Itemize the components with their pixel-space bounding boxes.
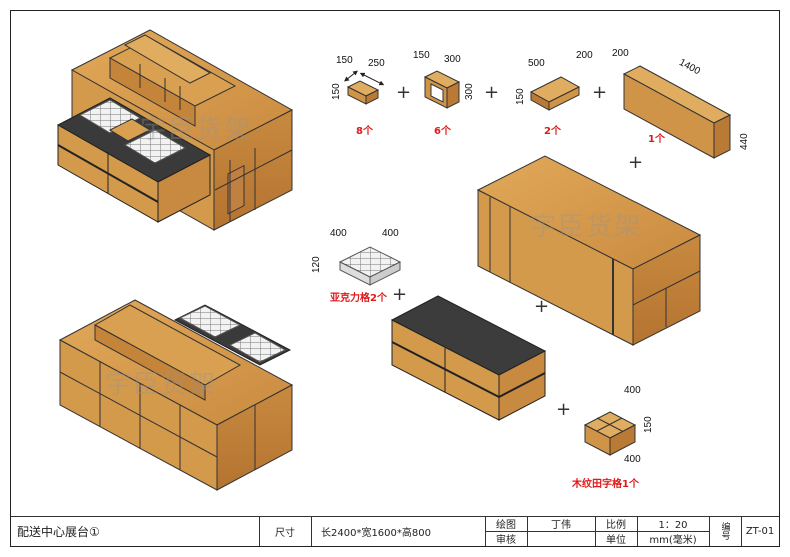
qty-long-cabinet: 1个 bbox=[648, 132, 666, 145]
review-value bbox=[527, 531, 595, 546]
dim-cube-depth: 150 bbox=[413, 50, 430, 61]
plus-sign-5: + bbox=[534, 296, 549, 317]
component-box-small: 150 250 150 8个 bbox=[331, 55, 385, 137]
dim-box-long-width: 500 bbox=[528, 58, 545, 69]
scale-label: 比例 bbox=[606, 520, 626, 531]
dim-cabinet-length: 1400 bbox=[677, 57, 702, 77]
plus-sign-3: + bbox=[592, 82, 607, 103]
component-box-long: 500 200 150 2个 bbox=[515, 50, 593, 137]
unit-value: mm(毫米) bbox=[649, 535, 697, 546]
sheet-border bbox=[10, 10, 780, 547]
dim-woodgrid-height: 150 bbox=[643, 416, 654, 433]
component-wood-grid: 400 150 400 木纹田字格1个 bbox=[571, 385, 654, 490]
component-black-table bbox=[390, 295, 547, 421]
component-main-desk: 宇臣货架 bbox=[476, 155, 702, 346]
drawn-label: 绘图 bbox=[496, 520, 516, 531]
scale-value: 1：20 bbox=[658, 520, 688, 531]
dim-cube-width: 300 bbox=[444, 54, 461, 65]
qty-cube-open: 6个 bbox=[434, 124, 452, 137]
dim-acrylic-depth: 400 bbox=[382, 228, 399, 239]
qty-wood-grid: 木纹田字格1个 bbox=[571, 477, 640, 490]
size-value: 长2400*宽1600*高800 bbox=[321, 527, 431, 539]
watermark-desk: 宇臣货架 bbox=[530, 212, 642, 242]
component-cube-open: 150 300 300 6个 bbox=[413, 50, 475, 137]
dim-box-long-height: 150 bbox=[515, 88, 526, 105]
dim-cube-height: 300 bbox=[464, 83, 475, 100]
size-label: 尺寸 bbox=[275, 527, 295, 539]
drawn-value: 丁伟 bbox=[551, 520, 571, 531]
plus-sign-1: + bbox=[396, 82, 411, 103]
qty-box-long: 2个 bbox=[544, 124, 562, 137]
qty-box-small: 8个 bbox=[356, 124, 374, 137]
dim-woodgrid-width: 400 bbox=[624, 385, 641, 396]
plus-sign-2: + bbox=[484, 82, 499, 103]
code-label: 编号 bbox=[719, 522, 730, 540]
qty-acrylic-grid: 亚克力格2个 bbox=[330, 291, 388, 304]
code-value: ZT-01 bbox=[745, 525, 775, 537]
dim-woodgrid-depth: 400 bbox=[624, 454, 641, 465]
watermark-bottom-left: 宇臣货架 bbox=[105, 370, 217, 400]
plus-sign-7: + bbox=[556, 399, 571, 420]
component-acrylic-grid: 400 400 120 亚克力格2个 bbox=[311, 228, 402, 304]
dim-box-small-width: 250 bbox=[368, 58, 385, 69]
dim-acrylic-width: 400 bbox=[330, 228, 347, 239]
dim-cabinet-depth: 200 bbox=[612, 48, 629, 59]
dim-box-small-height: 150 bbox=[331, 83, 342, 100]
drawing-title: 配送中心展台① bbox=[17, 524, 100, 539]
dim-box-small-depth: 150 bbox=[336, 55, 353, 66]
dim-box-long-depth: 200 bbox=[576, 50, 593, 61]
review-label: 审核 bbox=[496, 535, 516, 546]
plus-sign-4: + bbox=[628, 152, 643, 173]
assembly-view-top: 宇臣货架 bbox=[56, 29, 294, 231]
watermark-top-left: 宇臣货架 bbox=[140, 115, 252, 145]
title-block: 配送中心展台① 尺寸 长2400*宽1600*高800 绘图 丁伟 审核 比例 … bbox=[11, 516, 779, 546]
assembly-view-bottom: 宇臣货架 bbox=[58, 299, 294, 491]
dim-acrylic-height: 120 bbox=[311, 256, 322, 273]
plus-sign-6: + bbox=[392, 284, 407, 305]
unit-label: 单位 bbox=[606, 535, 626, 546]
component-long-cabinet: 200 1400 440 1个 bbox=[612, 48, 750, 159]
dim-cabinet-height: 440 bbox=[739, 133, 750, 150]
